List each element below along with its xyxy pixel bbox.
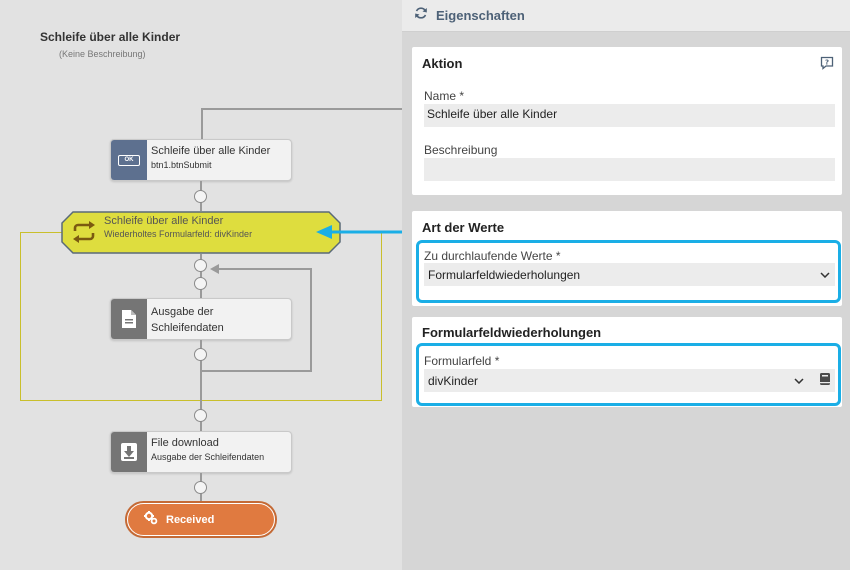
select-value: divKinder [428, 373, 479, 388]
highlight-frame [416, 240, 841, 303]
connector-line [200, 340, 202, 431]
panel-header: Eigenschaften [402, 0, 850, 32]
connector-dot[interactable] [194, 190, 207, 203]
repeat-field-card: Formularfeldwiederholungen Formularfeld … [412, 317, 842, 407]
values-select[interactable]: Formularfeldwiederholungen [424, 263, 835, 286]
values-type-card: Art der Werte Zu durchlaufende Werte * F… [412, 211, 842, 306]
action-card: Aktion ? Name * Schleife über alle Kinde… [412, 47, 842, 195]
flow-title: Schleife über alle Kinder [40, 30, 181, 44]
panel-title: Eigenschaften [436, 8, 525, 23]
arrow-head [210, 264, 219, 274]
document-icon [111, 299, 147, 339]
card-title: Formularfeldwiederholungen [422, 325, 602, 340]
node-title: File download [151, 437, 219, 449]
flow-node-output[interactable]: Ausgabe der Schleifendaten [110, 298, 292, 340]
connector-line [218, 268, 312, 270]
gears-icon [144, 511, 158, 528]
connector-line [201, 370, 312, 372]
node-subtitle: Wiederholtes Formularfeld: divKinder [104, 229, 253, 239]
help-icon[interactable]: ? [820, 56, 834, 75]
formfield-select[interactable]: divKinder [424, 369, 835, 392]
book-icon[interactable] [819, 372, 831, 389]
chevron-down-icon[interactable] [793, 375, 805, 387]
card-title: Art der Werte [422, 220, 505, 235]
ok-button-icon: OK [111, 140, 147, 180]
connector-line [201, 108, 203, 140]
download-icon [111, 432, 147, 472]
node-label: Received [166, 513, 215, 526]
name-label: Name * [424, 89, 465, 103]
flow-canvas[interactable]: Schleife über alle Kinder (Keine Beschre… [0, 0, 402, 570]
connector-line [310, 268, 312, 371]
name-input[interactable]: Schleife über alle Kinder [424, 104, 835, 127]
values-label: Zu durchlaufende Werte * [424, 249, 561, 263]
node-title: Schleife über alle Kinder [104, 215, 224, 227]
description-input[interactable] [424, 158, 835, 181]
connector-dot[interactable] [194, 409, 207, 422]
formfield-label: Formularfeld * [424, 354, 500, 368]
flow-node-button[interactable]: OK Schleife über alle Kinder btn1.btnSub… [110, 139, 292, 181]
connector-dot[interactable] [194, 481, 207, 494]
node-title: Schleife über alle Kinder [151, 145, 271, 157]
node-title-line2: Schleifendaten [151, 322, 224, 334]
flow-node-received[interactable]: Received [125, 501, 277, 538]
svg-text:?: ? [825, 59, 829, 67]
connector-line [200, 254, 202, 298]
connector-dot[interactable] [194, 348, 207, 361]
node-subtitle: btn1.btnSubmit [151, 160, 212, 170]
callout-arrow [316, 225, 402, 239]
description-label: Beschreibung [424, 143, 498, 157]
select-value: Formularfeldwiederholungen [428, 267, 581, 282]
connector-dot[interactable] [194, 259, 207, 272]
loop-icon [71, 220, 97, 249]
highlight-frame [416, 343, 841, 406]
connector-line [201, 108, 402, 110]
flow-node-loop[interactable]: Schleife über alle Kinder Wiederholtes F… [61, 211, 341, 254]
properties-panel: Eigenschaften Aktion ? Name * Schleife ü… [402, 0, 850, 570]
chevron-down-icon[interactable] [819, 269, 831, 281]
node-title: Ausgabe der [151, 306, 214, 318]
flow-node-download[interactable]: File download Ausgabe der Schleifendaten [110, 431, 292, 473]
connector-dot[interactable] [194, 277, 207, 290]
flow-description: (Keine Beschreibung) [59, 49, 146, 59]
card-title: Aktion [422, 56, 463, 71]
sync-icon[interactable] [414, 6, 428, 25]
node-subtitle: Ausgabe der Schleifendaten [151, 452, 265, 462]
